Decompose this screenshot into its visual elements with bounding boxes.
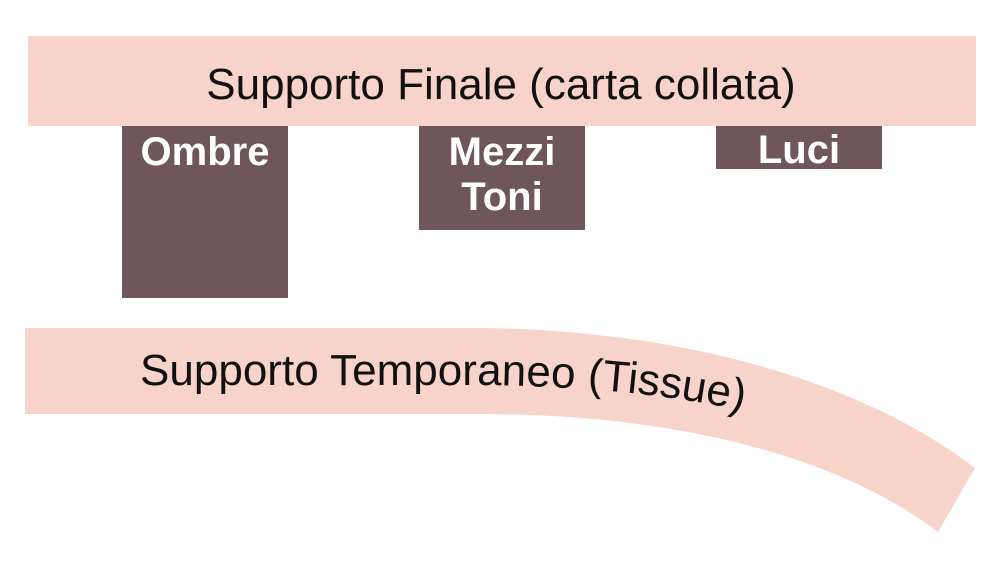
temporary-support-band-shape: [25, 328, 975, 532]
midtones-block-shape: [419, 126, 585, 230]
midtones-label-line1: Mezzi: [449, 130, 556, 174]
temporary-support-band: Supporto Temporaneo (Tissue): [25, 328, 975, 532]
highlights-block: Luci: [716, 126, 882, 172]
highlights-block-shape: [716, 126, 882, 169]
shadows-block: Ombre: [122, 126, 288, 298]
midtones-label-line2: Toni: [461, 175, 542, 219]
final-support-band-shape: [28, 36, 976, 126]
shadows-label: Ombre: [141, 130, 270, 174]
midtones-block: Mezzi Toni: [419, 126, 585, 230]
shadows-block-shape: [122, 126, 288, 298]
final-support-band: Supporto Finale (carta collata): [28, 36, 976, 126]
highlights-label: Luci: [758, 128, 840, 172]
final-support-label: Supporto Finale (carta collata): [206, 60, 795, 109]
